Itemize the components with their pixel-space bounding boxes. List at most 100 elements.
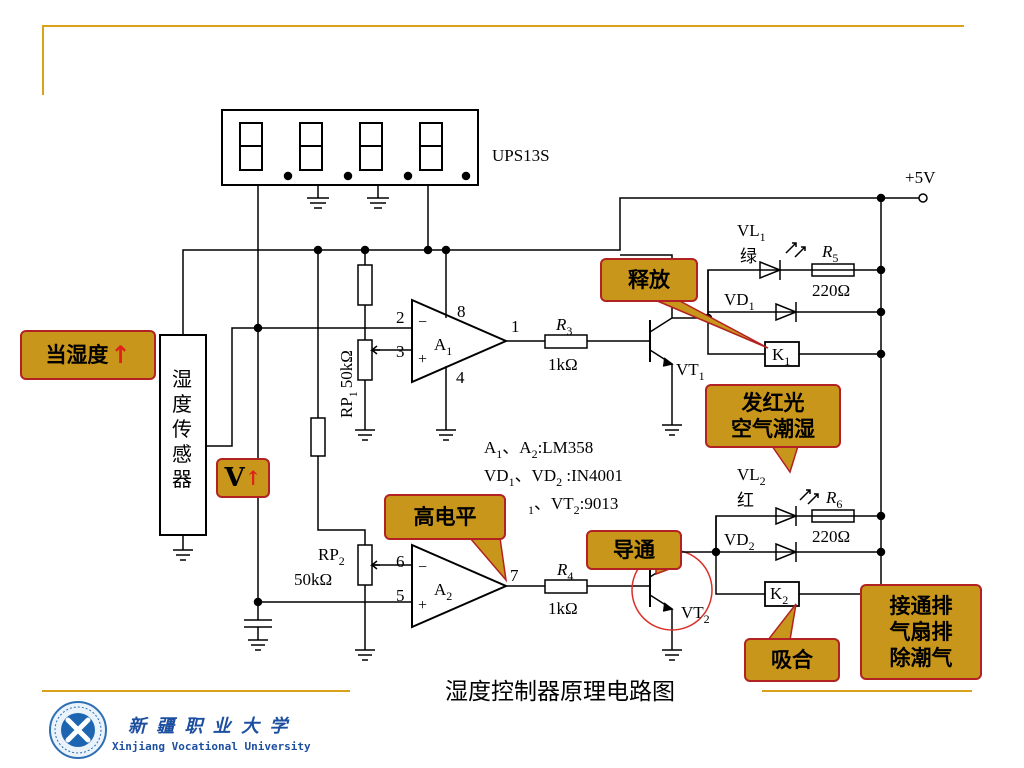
svg-text:R3: R3 xyxy=(555,315,572,338)
svg-text:VD2: VD2 xyxy=(724,530,755,553)
a2-sub: 2 xyxy=(446,589,452,603)
rp1-value: 50kΩ xyxy=(337,350,356,388)
vl1-name: VL xyxy=(737,221,760,240)
callout-conduct: 导通 xyxy=(586,530,682,570)
svg-text:−: − xyxy=(418,314,427,331)
up-arrow-icon: ↑ xyxy=(110,341,131,369)
r3-sub: 3 xyxy=(566,324,572,338)
left-rule xyxy=(42,25,44,95)
university-logo xyxy=(48,700,108,760)
callout-pull-in: 吸合 xyxy=(744,638,840,682)
svg-text:VT1: VT1 xyxy=(676,360,705,383)
a1-pin-inv: 2 xyxy=(396,308,405,327)
svg-text:K2: K2 xyxy=(770,584,788,607)
svg-text:RP150kΩ: RP1 50kΩ xyxy=(337,350,360,418)
svg-text:+: + xyxy=(418,597,427,614)
svg-text:度: 度 xyxy=(172,393,192,416)
svg-text:R6: R6 xyxy=(825,488,842,511)
r6-sub: 6 xyxy=(836,497,842,511)
r4-sub: 4 xyxy=(567,569,573,583)
a1-pin-out: 1 xyxy=(511,317,520,336)
vl2-color: 红 xyxy=(737,491,754,510)
top-rule xyxy=(42,25,964,27)
vt1-name: VT xyxy=(676,360,699,379)
rp2-name: RP xyxy=(318,545,339,564)
svg-text:A2: A2 xyxy=(434,580,452,603)
display-model: UPS13S xyxy=(492,146,550,165)
vd2-sub: 2 xyxy=(749,539,755,553)
r6-name: R xyxy=(825,488,837,507)
vt2-name: VT xyxy=(681,603,704,622)
vd1-sub: 1 xyxy=(749,299,755,313)
rp1-name: RP xyxy=(337,397,356,418)
bottom-rule-left xyxy=(42,690,350,692)
callout-high-level: 高电平 xyxy=(384,494,506,540)
svg-text:1、VT2:9013: 1、VT2:9013 xyxy=(528,494,618,517)
university-emblem-icon xyxy=(49,701,107,759)
seven-segment-display xyxy=(221,109,479,186)
a2-pin-out: 7 xyxy=(510,566,519,585)
r5-sub: 5 xyxy=(832,251,838,265)
callout-release: 释放 xyxy=(600,258,698,302)
r3-name: R xyxy=(555,315,567,334)
k2-name: K xyxy=(770,584,783,603)
a1-pin-power: 8 xyxy=(457,302,466,321)
rp2-value: 50kΩ xyxy=(294,570,332,589)
a2-name: A xyxy=(434,580,447,599)
a1-name: A xyxy=(434,335,447,354)
vl1-sub: 1 xyxy=(760,230,766,244)
svg-text:VT2: VT2 xyxy=(681,603,710,626)
svg-text:VD1: VD1 xyxy=(724,290,755,313)
svg-text:RP2: RP2 xyxy=(318,545,345,568)
a2-pin-inv: 6 xyxy=(396,552,405,571)
r4-name: R xyxy=(556,560,568,579)
r3-value: 1kΩ xyxy=(548,355,578,374)
k1-name: K xyxy=(772,345,785,364)
up-arrow-icon: ↑ xyxy=(244,465,262,490)
svg-text:−: − xyxy=(418,559,427,576)
vl1-color: 绿 xyxy=(740,247,757,266)
vl2-sub: 2 xyxy=(760,474,766,488)
k1-sub: 1 xyxy=(784,354,790,368)
callout-red-led: 发红光空气潮湿 xyxy=(705,384,841,448)
svg-text:A1: A1 xyxy=(434,335,452,358)
a2-pin-noninv: 5 xyxy=(396,586,405,605)
svg-text:A1、A2:LM358: A1、A2:LM358 xyxy=(484,438,593,461)
svg-text:感: 感 xyxy=(172,443,192,466)
svg-text:VL2: VL2 xyxy=(737,465,766,488)
svg-text:VD1、VD2 :IN4001: VD1、VD2 :IN4001 xyxy=(484,466,623,489)
r5-value: 220Ω xyxy=(812,281,850,300)
vt2-sub: 2 xyxy=(704,612,710,626)
svg-text:+: + xyxy=(418,351,427,368)
callout-voltage-up: V↑ xyxy=(216,458,270,498)
supply-label: +5V xyxy=(905,168,936,187)
r4-value: 1kΩ xyxy=(548,599,578,618)
vl2-name: VL xyxy=(737,465,760,484)
callout-humidity-up: 当湿度↑ xyxy=(20,330,156,380)
rp1-sub: 1 xyxy=(346,391,360,397)
vd2-name: VD xyxy=(724,530,749,549)
rp2-sub: 2 xyxy=(339,554,345,568)
university-name-cn: 新 疆 职 业 大 学 xyxy=(128,716,290,737)
k2-sub: 2 xyxy=(782,593,788,607)
r6-value: 220Ω xyxy=(812,527,850,546)
svg-text:传: 传 xyxy=(172,418,192,441)
a1-pin-gnd: 4 xyxy=(456,368,465,387)
svg-text:器: 器 xyxy=(172,469,192,491)
callout-fan: 接通排气扇排除潮气 xyxy=(860,584,982,680)
a1-sub: 1 xyxy=(446,344,452,358)
bottom-rule-right xyxy=(762,690,972,692)
svg-text:K1: K1 xyxy=(772,345,790,368)
svg-text:湿: 湿 xyxy=(172,368,192,391)
svg-text:VL1: VL1 xyxy=(737,221,766,244)
r5-name: R xyxy=(821,242,833,261)
svg-text:R5: R5 xyxy=(821,242,838,265)
vd1-name: VD xyxy=(724,290,749,309)
sensor-label: 湿 度 传 感 器 xyxy=(172,368,192,491)
diagram-title: 湿度控制器原理电路图 xyxy=(445,679,675,705)
vt1-sub: 1 xyxy=(699,369,705,383)
svg-text:R4: R4 xyxy=(556,560,573,583)
a1-pin-noninv: 3 xyxy=(396,342,405,361)
university-name-en: Xinjiang Vocational University xyxy=(112,740,311,753)
